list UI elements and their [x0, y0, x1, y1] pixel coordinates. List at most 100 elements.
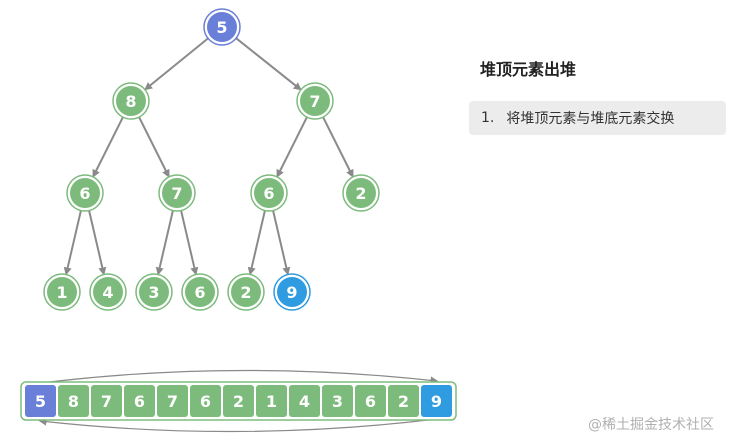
- array-cell: 2: [223, 385, 254, 417]
- tree-edge: [180, 210, 199, 276]
- tree-node-circle: [300, 86, 330, 116]
- array-cell: 9: [421, 385, 452, 417]
- tree-edge: [272, 210, 291, 276]
- tree-nodes: 5 8 7 6 7 6 2 1 4 3 6 2 9: [43, 8, 380, 311]
- tree-node: 7: [158, 174, 196, 212]
- array-cell-label: 1: [266, 392, 277, 411]
- tree-node-label: 2: [355, 184, 366, 203]
- array-cell: 6: [124, 385, 155, 417]
- tree-node: 6: [66, 174, 104, 212]
- tree-node-label: 4: [102, 283, 113, 302]
- array-cell: 3: [322, 385, 353, 417]
- array-cell-label: 6: [365, 392, 376, 411]
- tree-node-label: 3: [148, 283, 159, 302]
- array-cell-box: [25, 385, 56, 417]
- tree-edge: [235, 37, 302, 91]
- tree-node-label: 7: [171, 184, 182, 203]
- panel-title: 堆顶元素出堆: [480, 60, 577, 79]
- tree-edge: [92, 116, 124, 178]
- step-number: 1.: [481, 110, 495, 126]
- array-cell-label: 6: [134, 392, 145, 411]
- array-cell: 6: [355, 385, 386, 417]
- array-cell-label: 5: [35, 392, 46, 411]
- array-cell-box: [223, 385, 254, 417]
- tree-node-label: 2: [240, 283, 251, 302]
- tree-node-label: 9: [286, 283, 297, 302]
- tree-node: 9: [273, 273, 311, 311]
- array-cell-label: 2: [233, 392, 244, 411]
- array-cell-label: 3: [332, 392, 343, 411]
- array-cell: 7: [157, 385, 188, 417]
- tree-node-circle: [162, 178, 192, 208]
- watermark: @稀土掘金技术社区: [588, 417, 714, 433]
- array-cell-box: [91, 385, 122, 417]
- tree-node-circle: [70, 178, 100, 208]
- tree-node-circle: [346, 178, 376, 208]
- tree-node: 2: [342, 174, 380, 212]
- tree-node-label: 6: [79, 184, 90, 203]
- array-cell-label: 2: [398, 392, 409, 411]
- tree-node-circle: [139, 277, 169, 307]
- tree-node: 7: [296, 82, 334, 120]
- tree-node-circle: [231, 277, 261, 307]
- tree-edge: [276, 116, 308, 178]
- swap-arcs: [38, 369, 439, 433]
- tree-node-circle: [185, 277, 215, 307]
- array-cell-box: [58, 385, 89, 417]
- array-cell-box: [190, 385, 221, 417]
- array-cell-box: [157, 385, 188, 417]
- swap-arc-top: [40, 369, 439, 385]
- tree-node-circle: [47, 277, 77, 307]
- tree-edge: [63, 210, 82, 276]
- array-cell-label: 9: [431, 392, 442, 411]
- tree-node-circle: [93, 277, 123, 307]
- array-cell-label: 7: [101, 392, 112, 411]
- tree-node: 6: [181, 273, 219, 311]
- array-cell-box: [124, 385, 155, 417]
- tree-edge: [247, 210, 266, 276]
- tree-edges: [63, 37, 354, 276]
- tree-node-circle: [254, 178, 284, 208]
- tree-node-label: 1: [56, 283, 67, 302]
- array-cell-label: 7: [167, 392, 178, 411]
- array-cell: 2: [388, 385, 419, 417]
- step-item: 1. 将堆顶元素与堆底元素交换: [469, 101, 726, 135]
- tree-node: 8: [112, 82, 150, 120]
- array-cell-label: 8: [68, 392, 79, 411]
- tree-node: 5: [203, 8, 241, 46]
- tree-node-circle: [116, 86, 146, 116]
- tree-edge: [155, 210, 174, 276]
- array-cell: 4: [289, 385, 320, 417]
- swap-arc-bottom: [38, 417, 437, 433]
- tree-node: 4: [89, 273, 127, 311]
- tree-node: 2: [227, 273, 265, 311]
- tree-node-label: 5: [216, 18, 227, 37]
- array-cell: 5: [25, 385, 56, 417]
- array-cell-box: [322, 385, 353, 417]
- array-cell: 7: [91, 385, 122, 417]
- tree-edge: [322, 116, 354, 178]
- tree-node-circle: [207, 12, 237, 42]
- tree-node-label: 7: [309, 92, 320, 111]
- array-cell: 8: [58, 385, 89, 417]
- array-cell-box: [355, 385, 386, 417]
- tree-node-label: 6: [194, 283, 205, 302]
- heap-array: 5 8 7 6 7 6 2 1 4 3 6 2 9: [20, 381, 457, 421]
- tree-node-circle: [277, 277, 307, 307]
- array-cell-box: [256, 385, 287, 417]
- array-cell: 1: [256, 385, 287, 417]
- tree-node: 6: [250, 174, 288, 212]
- tree-node: 3: [135, 273, 173, 311]
- array-cell-box: [421, 385, 452, 417]
- tree-node-label: 8: [125, 92, 136, 111]
- array-cell-label: 4: [299, 392, 310, 411]
- tree-edge: [138, 116, 170, 178]
- tree-node-label: 6: [263, 184, 274, 203]
- array-cell-label: 6: [200, 392, 211, 411]
- array-cell: 6: [190, 385, 221, 417]
- array-cell-box: [289, 385, 320, 417]
- tree-edge: [144, 37, 209, 91]
- array-cell-box: [388, 385, 419, 417]
- step-text: 将堆顶元素与堆底元素交换: [506, 111, 675, 127]
